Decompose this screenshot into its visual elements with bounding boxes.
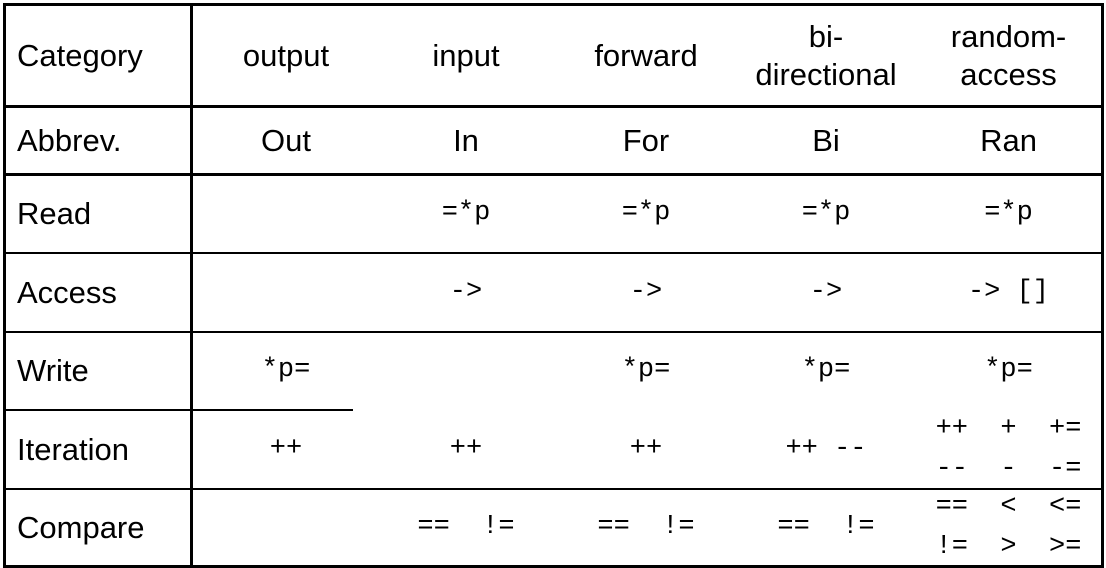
compare-label: Compare [17, 509, 145, 545]
compare-for-cell: == != [556, 490, 736, 565]
access-in-text: -> [449, 276, 483, 307]
read-in-text: =*p [441, 198, 491, 229]
access-bi-cell: -> [736, 254, 916, 331]
header-input: input [376, 6, 556, 105]
abbrev-ran-text: Ran [980, 122, 1037, 158]
abbrev-bi: Bi [736, 108, 916, 173]
iteration-out-cell: ++ [196, 411, 376, 488]
header-random-access-line-1: random- [950, 18, 1067, 54]
iteration-for-text: ++ [629, 433, 663, 464]
row-divider-iteration [6, 488, 1101, 490]
header-forward: forward [556, 6, 736, 105]
abbrev-label: Abbrev. [17, 122, 122, 158]
compare-ran-line-1: == < <= [935, 492, 1082, 523]
read-ran-text: =*p [984, 198, 1033, 229]
write-bi-text: *p= [801, 355, 851, 386]
read-ran-cell: =*p [916, 176, 1101, 252]
header-input-text: input [432, 37, 500, 73]
write-for-text: *p= [621, 355, 671, 386]
read-in-cell: =*p [376, 176, 556, 252]
row-access-label: Access [6, 254, 190, 331]
iteration-in-cell: ++ [376, 411, 556, 488]
abbrev-row-label: Abbrev. [6, 108, 190, 173]
iteration-in-text: ++ [449, 433, 483, 464]
access-for-text: -> [629, 276, 663, 307]
iteration-ran-cell: ++ + += -- - -= [916, 411, 1101, 488]
access-label: Access [17, 274, 117, 310]
abbrev-in: In [376, 108, 556, 173]
compare-out-cell [196, 490, 376, 565]
header-bidirectional-line-2: directional [755, 56, 897, 92]
write-out-cell: *p= [196, 333, 376, 409]
read-bi-cell: =*p [736, 176, 916, 252]
abbrev-ran: Ran [916, 108, 1101, 173]
row-iteration-label: Iteration [6, 411, 190, 488]
row-compare-label: Compare [6, 490, 190, 565]
access-in-cell: -> [376, 254, 556, 331]
abbrev-out-text: Out [261, 122, 311, 158]
abbrev-in-text: In [453, 122, 479, 158]
read-for-text: =*p [621, 198, 671, 229]
header-output: output [196, 6, 376, 105]
read-out-cell [196, 176, 376, 252]
abbrev-for-text: For [622, 122, 670, 158]
compare-ran-cell: == < <= != > >= [916, 490, 1101, 565]
iteration-out-text: ++ [269, 433, 303, 464]
read-label: Read [17, 196, 92, 232]
compare-in-text: == != [417, 511, 515, 542]
compare-in-cell: == != [376, 490, 556, 565]
column-divider [190, 6, 193, 565]
abbrev-bi-text: Bi [812, 122, 840, 158]
header-row-label: Category [6, 6, 190, 105]
abbrev-divider [6, 173, 1101, 176]
write-in-cell [376, 333, 556, 409]
compare-bi-text: == != [777, 511, 875, 542]
write-label: Write [17, 353, 89, 389]
iteration-bi-text: ++ -- [785, 433, 867, 464]
iteration-bi-cell: ++ -- [736, 411, 916, 488]
write-ran-text: *p= [984, 355, 1033, 386]
iteration-ran-line-2: -- - -= [935, 453, 1082, 484]
access-out-cell [196, 254, 376, 331]
row-divider-access [6, 331, 1101, 333]
compare-ran-line-2: != > >= [935, 531, 1082, 562]
header-bidirectional-line-1: bi- [808, 18, 844, 54]
access-ran-cell: -> [] [916, 254, 1101, 331]
read-for-cell: =*p [556, 176, 736, 252]
category-label: Category [17, 37, 143, 73]
compare-for-text: == != [597, 511, 695, 542]
write-out-text: *p= [261, 355, 311, 386]
header-output-text: output [242, 37, 330, 73]
iteration-label: Iteration [17, 431, 130, 467]
abbrev-out: Out [196, 108, 376, 173]
abbrev-for: For [556, 108, 736, 173]
row-divider-read [6, 252, 1101, 254]
row-divider-write-partial [6, 409, 353, 411]
write-for-cell: *p= [556, 333, 736, 409]
write-bi-cell: *p= [736, 333, 916, 409]
iterator-category-table: Category output input forward bi- direct… [3, 3, 1104, 568]
iteration-ran-line-1: ++ + += [935, 414, 1082, 445]
header-bidirectional: bi- directional [736, 6, 916, 105]
access-ran-text: -> [] [967, 276, 1049, 307]
iteration-for-cell: ++ [556, 411, 736, 488]
compare-bi-cell: == != [736, 490, 916, 565]
write-ran-cell: *p= [916, 333, 1101, 409]
read-bi-text: =*p [801, 198, 851, 229]
header-divider [6, 105, 1101, 108]
row-read-label: Read [6, 176, 190, 252]
header-forward-text: forward [594, 37, 698, 73]
header-random-access-line-2: access [960, 56, 1057, 92]
row-write-label: Write [6, 333, 190, 409]
access-bi-text: -> [809, 276, 843, 307]
header-random-access: random- access [916, 6, 1101, 105]
access-for-cell: -> [556, 254, 736, 331]
